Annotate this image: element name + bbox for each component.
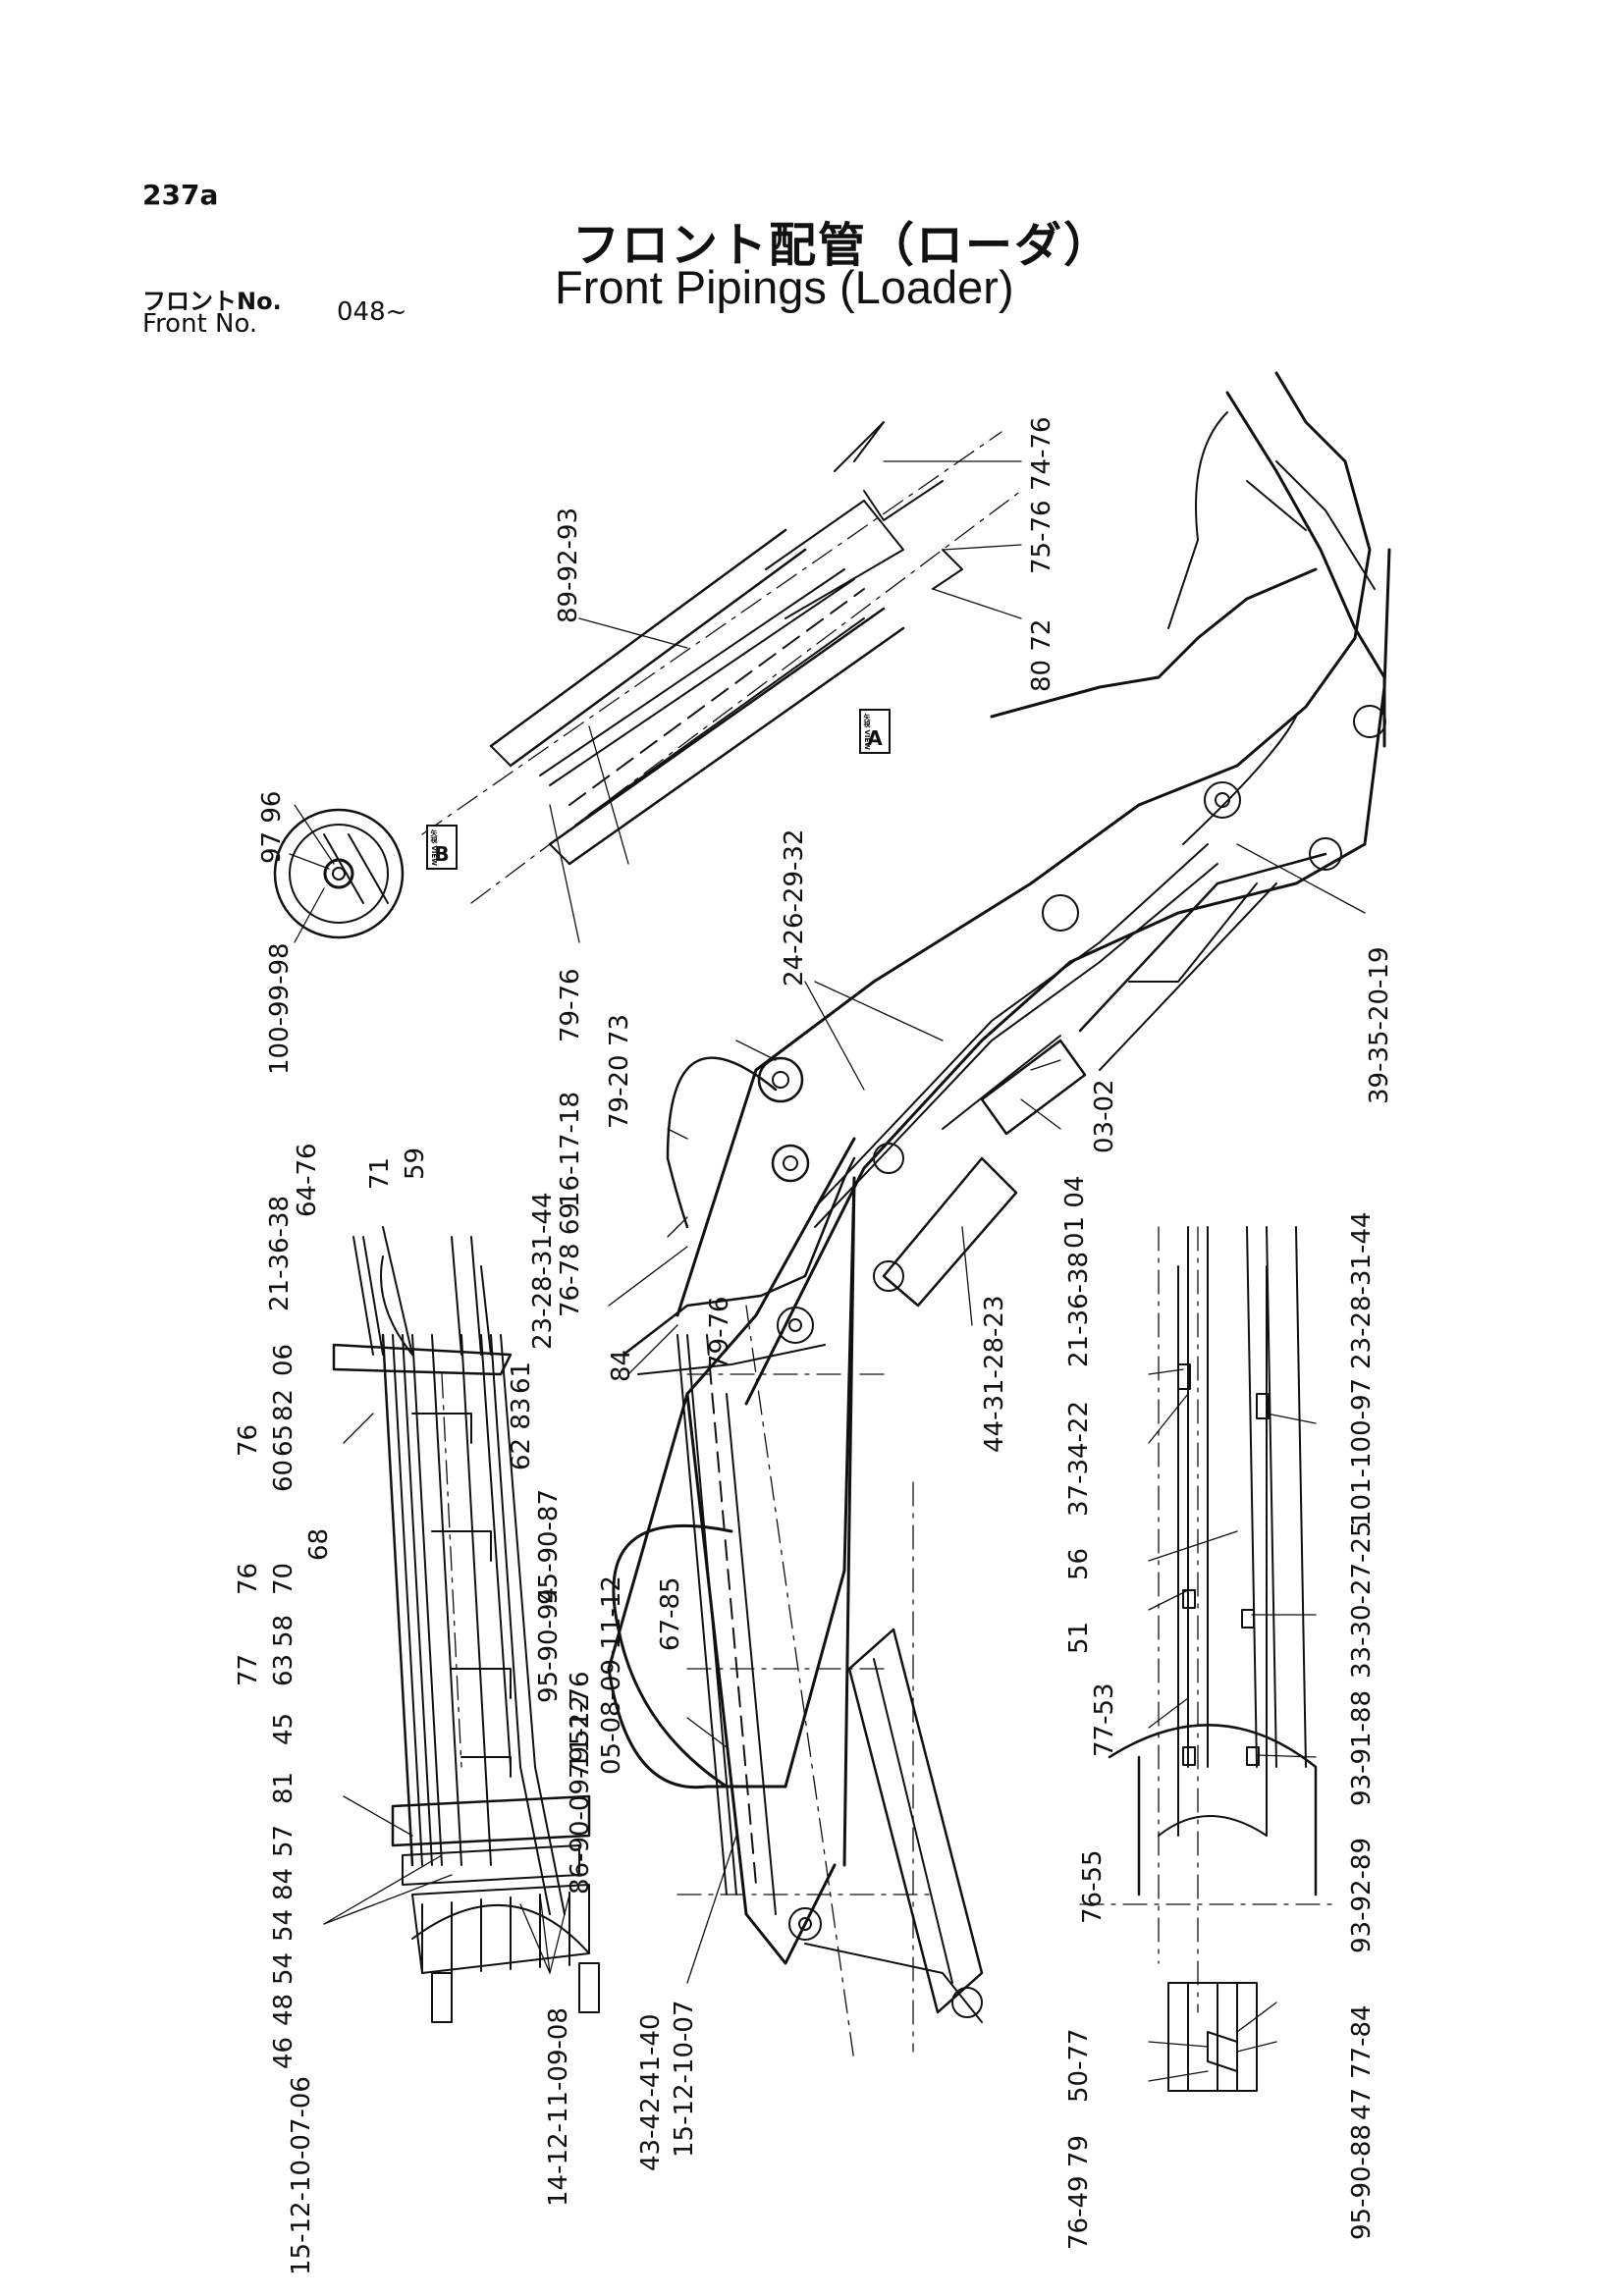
part-callout: 15-12-10-07-06 [287, 2076, 316, 2275]
part-callout: 82 [269, 1388, 298, 1421]
part-callout: 84 [607, 1349, 636, 1382]
part-callout: 97 96 [257, 790, 287, 864]
left-view-piping-bundle [323, 1226, 600, 2023]
part-callout: 80 72 [1027, 618, 1056, 692]
part-callout: 05-08-09-11-12 [597, 1575, 626, 1775]
part-callout: 56 [1064, 1547, 1094, 1580]
part-callout: 48 [269, 1993, 298, 2026]
part-callout: 15-12-10-07 [670, 2000, 699, 2158]
view-a-letter: A [867, 726, 883, 750]
part-callout: 58 [269, 1614, 298, 1647]
part-callout: 01 04 [1060, 1175, 1090, 1249]
part-callout: 81 [269, 1771, 298, 1804]
part-callout: 61 [507, 1361, 536, 1394]
part-callout: 76 [234, 1562, 263, 1595]
part-callout: 100-99-98 [265, 942, 295, 1075]
part-callout: 52-76 [566, 1671, 595, 1745]
front-number-label-english: Front No. [142, 309, 258, 339]
view-b-tag: 矢視 VIEW B [426, 825, 458, 870]
view-b-detail [273, 804, 405, 943]
part-callout: 51 [1064, 1621, 1094, 1654]
part-callout: 79-76 [705, 1296, 734, 1370]
part-callout: 39-35-20-19 [1365, 946, 1394, 1104]
view-tag-caption: 矢視 VIEW [430, 829, 438, 866]
view-tag-caption: 矢視 VIEW [863, 714, 871, 750]
page-title-english: Front Pipings (Loader) [555, 261, 1014, 313]
part-callout: 93-91-88 [1347, 1689, 1377, 1806]
part-callout: 93-92-89 [1347, 1837, 1377, 1953]
part-callout: 95-90-88 [1347, 2123, 1377, 2240]
part-callout: 70 [269, 1562, 298, 1595]
part-callout: 67-85 [656, 1576, 685, 1651]
part-callout: 45 [269, 1712, 298, 1745]
part-callout: 21-36-38 [1064, 1251, 1094, 1367]
part-callout: 47 [1347, 2087, 1377, 2120]
part-callout: 37-34-22 [1064, 1400, 1094, 1517]
right-view-arm-piping [1079, 1226, 1336, 2092]
view-a-tag: 矢視 VIEW A [859, 709, 891, 754]
part-callout: 84 [269, 1867, 298, 1900]
part-callout: 44-31-28-23 [980, 1295, 1009, 1453]
part-callout: 54 [269, 1951, 298, 1985]
page-number: 237a [142, 179, 219, 211]
part-callout: 24-26-29-32 [780, 828, 809, 987]
page-title-japanese: フロント配管（ローダ） [572, 218, 1113, 273]
part-callout: 16-17-18 [556, 1091, 585, 1207]
part-callout: 95-90-94 [534, 1586, 564, 1703]
part-callout: 76-78 69 [556, 1202, 585, 1317]
part-callout: 43-42-41-40 [636, 2013, 666, 2171]
part-callout: 33-30-27-25 [1347, 1521, 1377, 1679]
part-callout: 79-20 73 [605, 1014, 634, 1129]
view-a-arm-piping [421, 421, 1022, 943]
part-callout: 71 [365, 1156, 395, 1190]
part-callout: 77 [234, 1653, 263, 1686]
part-callout: 60 [269, 1459, 298, 1492]
part-callout: 77-53 [1090, 1682, 1119, 1757]
part-callout: 76-55 [1078, 1849, 1108, 1924]
part-callout: 76-49 79 [1064, 2135, 1094, 2250]
part-callout: 54 [269, 1908, 298, 1942]
center-leader-lines [608, 843, 1366, 1984]
part-callout: 89-92-93 [554, 507, 583, 623]
part-callout: 50-77 [1064, 2028, 1094, 2103]
front-number-label-japanese: フロントNo. [142, 288, 282, 315]
part-callout: 23-28-31-44 [528, 1192, 558, 1350]
part-callout: 06 [269, 1343, 298, 1376]
part-callout: 62 83 [507, 1397, 536, 1470]
part-callout: 63 [269, 1653, 298, 1686]
part-callout: 21-36-38 [265, 1195, 295, 1311]
front-serial-range: 048~ [337, 297, 407, 327]
part-callout: 46 [269, 2036, 298, 2069]
part-callout: 79-76 [556, 968, 585, 1042]
part-callout: 76 [234, 1423, 263, 1457]
part-callout: 03-02 [1090, 1079, 1119, 1153]
part-callout: 65 [269, 1423, 298, 1457]
part-callout: 74-76 [1027, 416, 1056, 491]
part-callout: 75-76 [1027, 500, 1056, 574]
part-callout: 68 [304, 1527, 334, 1561]
part-callout: 57 [269, 1824, 298, 1857]
part-callout: 23-28-31-44 [1347, 1211, 1377, 1369]
view-b-letter: B [434, 842, 450, 866]
part-callout: 79 [566, 1745, 595, 1779]
part-callout: 59 [401, 1147, 430, 1180]
part-callout: 101-100-97 [1347, 1377, 1377, 1526]
part-callout: 14-12-11-09-08 [544, 2007, 573, 2207]
boom-assembly [607, 371, 1391, 2062]
part-callout: 64-76 [293, 1143, 322, 1217]
part-callout: 77-84 [1347, 2004, 1377, 2079]
